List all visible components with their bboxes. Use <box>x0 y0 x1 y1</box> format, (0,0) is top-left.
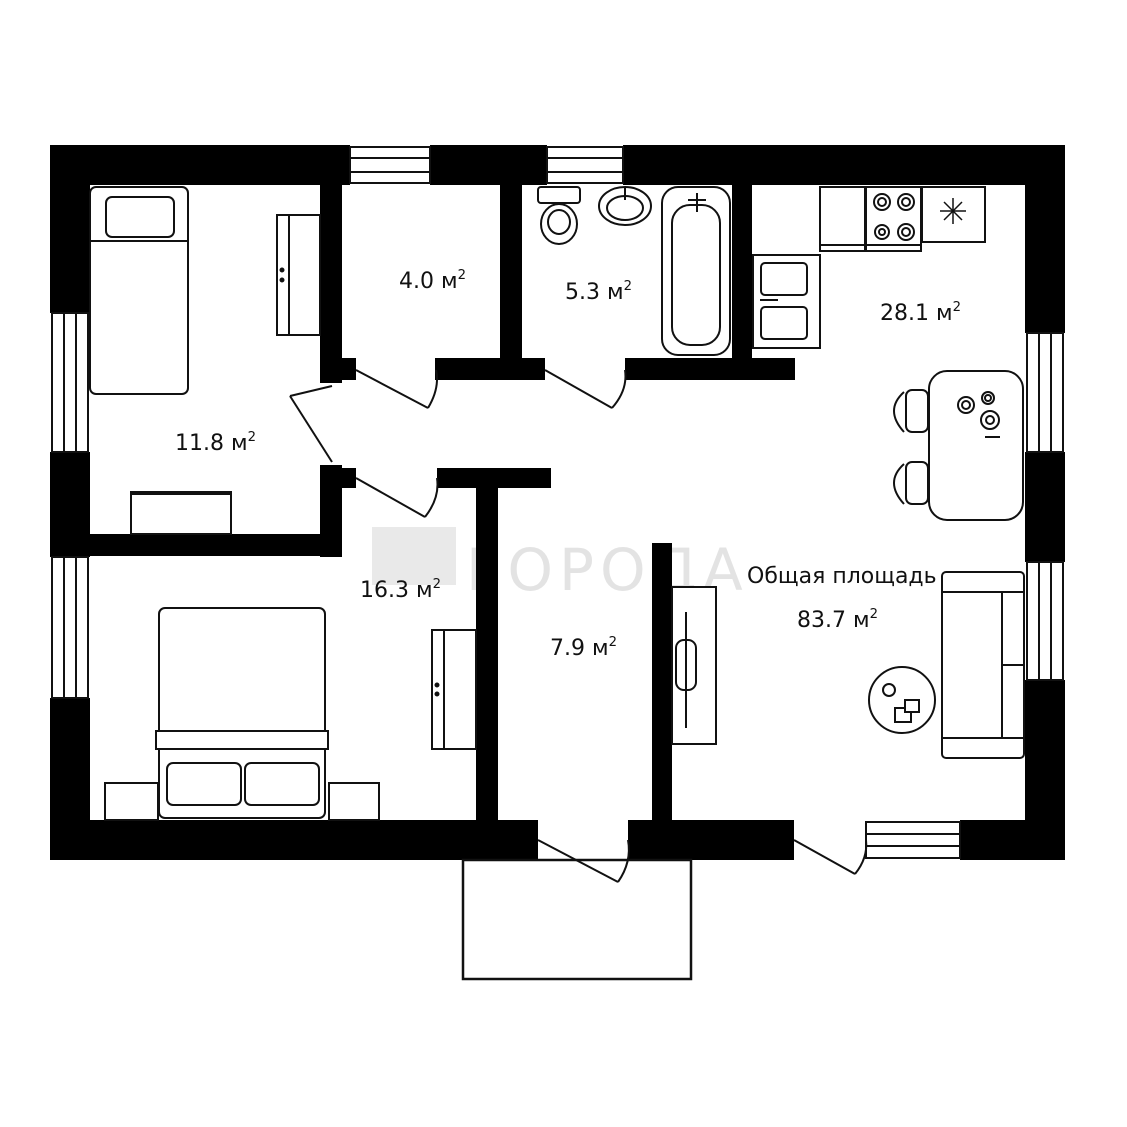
toilet <box>537 186 581 245</box>
wall-bottom-2 <box>628 820 794 860</box>
door-bedroom-large <box>355 477 439 518</box>
wash-basin <box>598 186 652 226</box>
nightstand-left <box>104 782 159 821</box>
wall-left-1 <box>50 145 90 313</box>
walls <box>50 145 1065 860</box>
wall-int-9 <box>342 468 356 488</box>
wall-bottom-3 <box>960 820 1065 860</box>
area-label-storage: 4.0 м2 <box>399 268 466 294</box>
wall-int-7 <box>625 358 795 380</box>
window-right-1 <box>1026 332 1064 453</box>
wall-int-10 <box>437 468 551 488</box>
furniture <box>89 186 1025 821</box>
nightstand-right <box>328 782 380 821</box>
wall-top-2 <box>430 145 547 185</box>
kitchen-sink <box>752 254 821 349</box>
sofa <box>941 571 1025 759</box>
wall-right-1 <box>1025 145 1065 333</box>
wall-int-6 <box>500 185 522 380</box>
window-top-2 <box>546 146 624 184</box>
wall-int-12 <box>652 543 672 820</box>
door-bathroom <box>544 369 627 409</box>
hallway-cabinet <box>671 586 717 745</box>
wall-int-3 <box>90 534 342 556</box>
door-storage <box>355 369 438 409</box>
wall-bottom-1 <box>50 820 538 860</box>
area-label-hallway: 7.9 м2 <box>550 635 617 661</box>
area-labels: 11.8 м2 4.0 м2 5.3 м2 28.1 м2 16.3 м2 7.… <box>175 268 961 661</box>
wall-int-4 <box>342 358 356 380</box>
area-label-kitchen-living: 28.1 м2 <box>880 300 961 326</box>
hob-burners <box>873 193 915 241</box>
chair-1 <box>893 389 929 433</box>
wardrobe-small <box>276 214 321 336</box>
snowflake-icon <box>940 198 966 224</box>
area-label-bathroom: 5.3 м2 <box>565 279 632 305</box>
wall-int-1 <box>320 185 342 383</box>
wall-top-3 <box>623 145 1065 185</box>
window-top-1 <box>349 146 431 184</box>
vestibule-outline <box>461 858 693 981</box>
window-right-2 <box>1026 561 1064 681</box>
bathtub <box>661 186 731 356</box>
doors <box>289 369 868 883</box>
area-label-bedroom-large: 16.3 м2 <box>360 577 441 603</box>
dining-table <box>928 370 1024 521</box>
wall-left-2 <box>50 452 90 557</box>
door-balcony <box>793 839 868 875</box>
wall-right-2 <box>1025 452 1065 562</box>
double-bed <box>155 607 329 819</box>
chair-2 <box>893 461 929 505</box>
window-left-1 <box>51 312 89 453</box>
wardrobe-large <box>431 629 477 750</box>
wall-int-5 <box>435 358 545 380</box>
area-label-bedroom-small: 11.8 м2 <box>175 430 256 456</box>
window-left-2 <box>51 556 89 699</box>
total-area-value: 83.7 м2 <box>797 607 878 633</box>
desk-small <box>130 491 232 535</box>
wall-int-8 <box>732 185 752 380</box>
wall-top-1 <box>50 145 350 185</box>
wall-int-11 <box>476 488 498 820</box>
total-area-label: Общая площадь <box>747 564 937 589</box>
single-bed <box>89 186 189 395</box>
window-bottom <box>865 821 961 859</box>
watermark-logo <box>372 527 456 585</box>
door-bedroom-small <box>289 385 333 463</box>
coffee-table <box>868 666 936 734</box>
